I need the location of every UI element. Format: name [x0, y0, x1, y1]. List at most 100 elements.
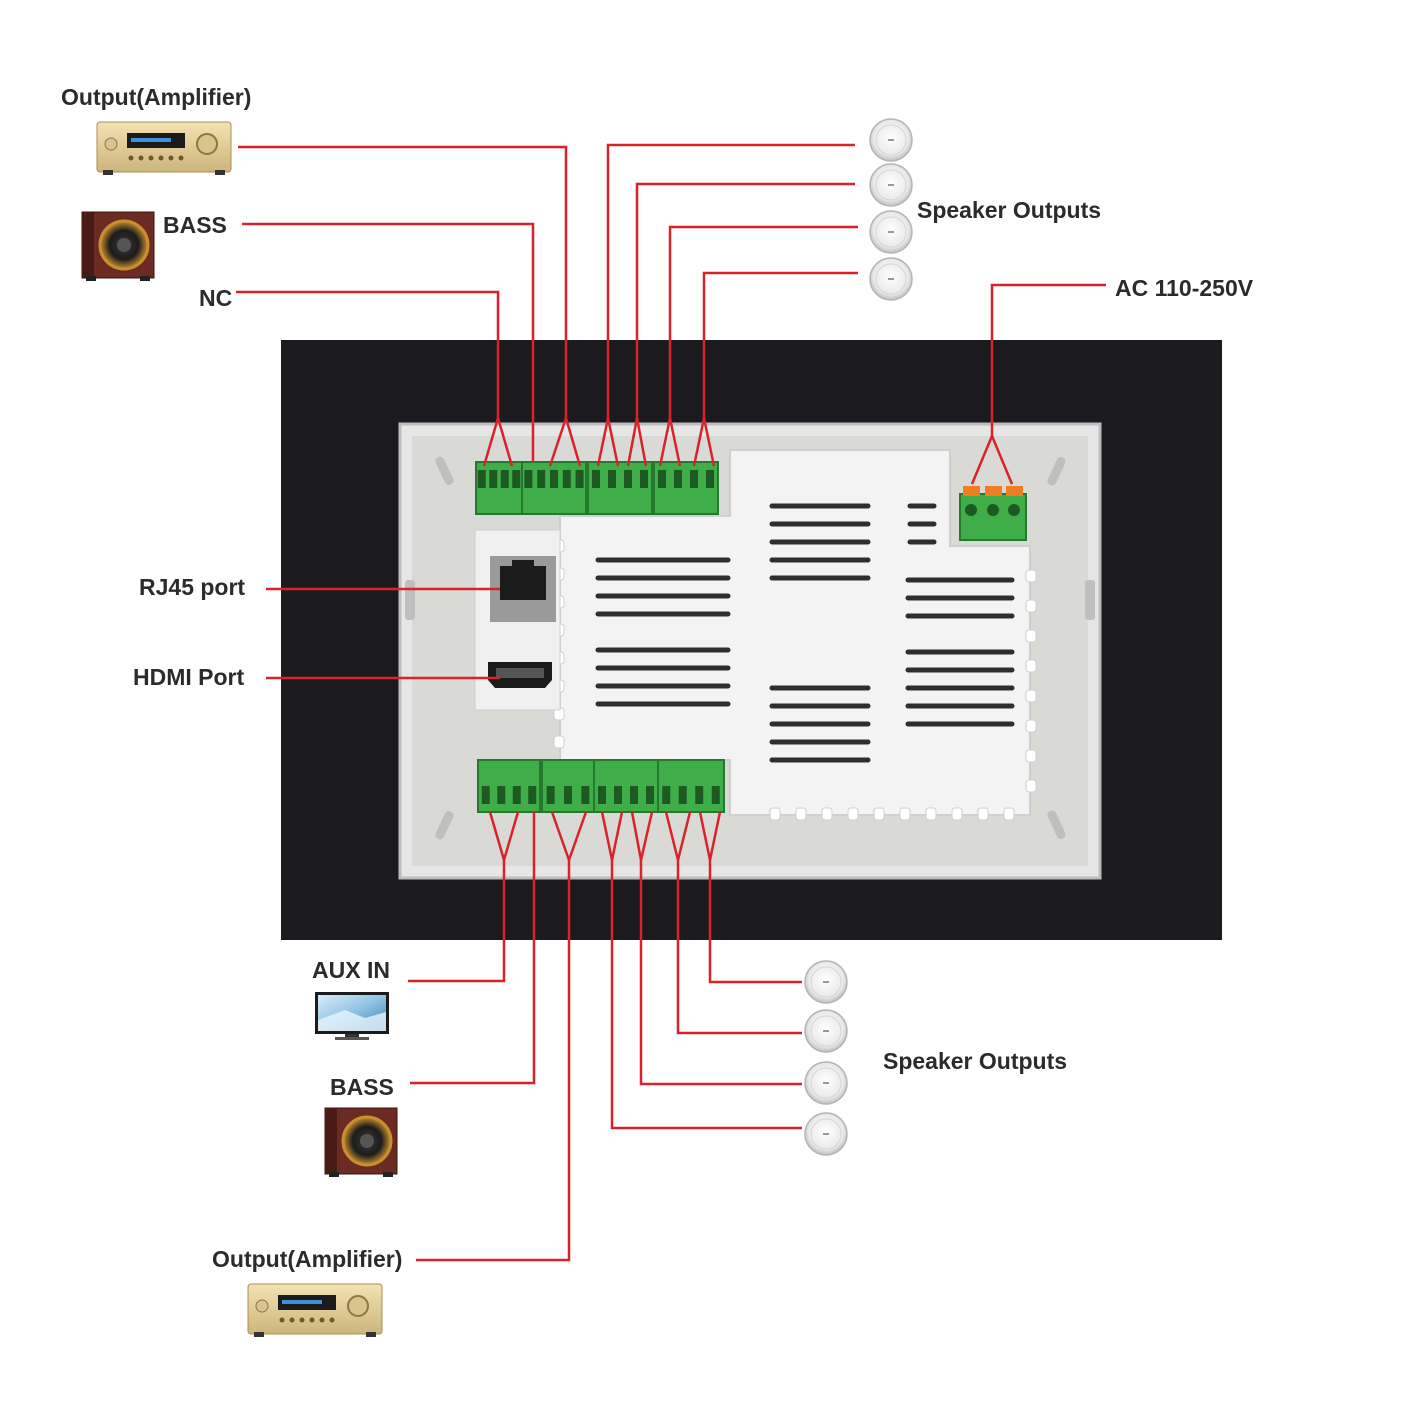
speaker-grille: [810, 1067, 842, 1099]
speaker-grille: [810, 966, 842, 998]
terminal-pin: [497, 786, 506, 804]
wire-line: [702, 271, 858, 418]
hdmi-jack: [488, 662, 552, 688]
vent-slots: [595, 503, 1015, 763]
wire-line: [488, 811, 506, 861]
wire-line: [658, 417, 672, 467]
wire-line: [236, 290, 500, 418]
housing-rib: [847, 807, 859, 821]
housing-rib: [1025, 569, 1037, 583]
wire-line: [676, 811, 692, 861]
wire-line: [668, 417, 682, 467]
terminal-pin: [477, 470, 486, 488]
housing-rib: [553, 735, 565, 749]
speaker-grille: [875, 263, 907, 295]
terminal-pin: [512, 470, 521, 488]
ceiling-speaker-icon: [804, 1061, 848, 1105]
terminal-pin: [489, 470, 498, 488]
terminal-pin: [674, 470, 682, 488]
terminal-pin: [678, 786, 687, 804]
wire-line: [635, 417, 648, 467]
wire-line: [416, 860, 571, 1262]
terminal-pin: [614, 786, 622, 804]
wire-line: [610, 860, 802, 1130]
terminal-pin: [524, 470, 533, 488]
wire-line: [550, 811, 571, 861]
wire-line: [238, 145, 568, 418]
housing-rib: [899, 807, 911, 821]
wire-line: [606, 143, 855, 418]
label-output-amplifier-bottom: Output(Amplifier): [212, 1246, 403, 1272]
terminal-block: [653, 461, 719, 515]
terminal-pin: [658, 470, 666, 488]
terminal-pin: [481, 786, 490, 804]
terminal-pin: [695, 786, 704, 804]
terminal-pin: [630, 786, 638, 804]
wire-line: [668, 225, 858, 418]
housing-rib: [977, 807, 989, 821]
wire-line: [639, 860, 802, 1086]
housing-rib: [821, 807, 833, 821]
wire-line: [482, 417, 500, 467]
wire-line: [990, 283, 1106, 436]
amplifier-icon: [96, 121, 232, 175]
subwoofer-icon: [81, 211, 155, 281]
terminal-pin: [512, 786, 521, 804]
ceiling-speaker-icon: [869, 210, 913, 254]
label-bass-bottom: BASS: [330, 1074, 394, 1100]
terminal-blocks-bottom: [477, 759, 725, 813]
label-bass-top: BASS: [163, 212, 227, 238]
housing-rib: [1025, 749, 1037, 763]
wire-line: [600, 811, 614, 861]
terminal-pin: [640, 470, 648, 488]
terminal-pin: [562, 470, 571, 488]
terminal-block: [657, 759, 725, 813]
terminal-block: [477, 759, 541, 813]
terminal-pin: [500, 470, 509, 488]
wire-line: [664, 811, 680, 861]
wire-line: [567, 811, 588, 861]
terminal-pin: [546, 786, 555, 804]
terminal-block: [475, 461, 523, 515]
label-nc: NC: [199, 285, 233, 311]
terminal-pin: [528, 786, 537, 804]
terminal-pin: [608, 470, 616, 488]
ceiling-speaker-icon: [804, 960, 848, 1004]
tv-monitor-icon: [315, 992, 389, 1040]
speaker-grille: [810, 1015, 842, 1047]
control-panel-device: [281, 340, 1222, 940]
wire-line: [496, 417, 514, 467]
wire-line: [708, 811, 722, 861]
ceiling-speaker-icon: [869, 163, 913, 207]
label-rj45-port: RJ45 port: [139, 574, 246, 600]
wire-line: [990, 435, 1014, 485]
wire-line: [676, 860, 802, 1035]
terminal-block: [593, 759, 659, 813]
housing-rib: [925, 807, 937, 821]
speaker-grille: [875, 169, 907, 201]
speaker-grille: [875, 216, 907, 248]
terminal-pin: [690, 470, 698, 488]
amplifier-icon: [247, 1283, 383, 1337]
wiring-lines: [236, 143, 1106, 1262]
ceiling-speakers: [804, 118, 913, 1156]
terminal-pin: [662, 786, 671, 804]
ceiling-speaker-icon: [804, 1112, 848, 1156]
housing-rib: [873, 807, 885, 821]
housing-rib: [951, 807, 963, 821]
housing-rib: [795, 807, 807, 821]
ceiling-speaker-icon: [869, 118, 913, 162]
wire-line: [564, 417, 582, 467]
label-hdmi-port: HDMI Port: [133, 664, 245, 690]
housing-rib: [1025, 599, 1037, 613]
ceiling-speaker-icon: [804, 1009, 848, 1053]
subwoofer-icon: [324, 1107, 398, 1177]
housing-rib: [1025, 629, 1037, 643]
speaker-grille: [810, 1118, 842, 1150]
label-ac-power: AC 110-250V: [1115, 275, 1254, 301]
wire-line: [698, 811, 712, 861]
speaker-grille: [875, 124, 907, 156]
terminal-pin: [550, 470, 558, 488]
wire-line: [626, 417, 639, 467]
